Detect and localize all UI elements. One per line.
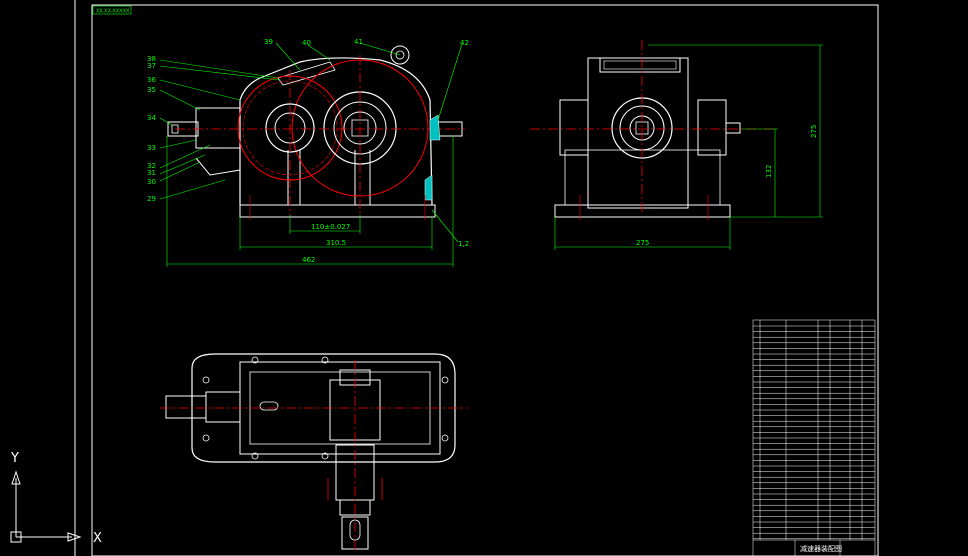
part-label: 38: [147, 55, 156, 63]
drawing-code-text: XX-XX-XXXXX: [96, 9, 130, 15]
drawing-title: 减速器装配图: [800, 544, 842, 553]
part-label: 36: [147, 76, 156, 84]
dim-overall-length: 462: [302, 256, 315, 264]
part-label: 37: [147, 62, 156, 70]
ucs-y-label: Y: [10, 451, 19, 466]
side-view-dim-text: 275 132 275: [636, 125, 818, 247]
part-label: 35: [147, 86, 156, 94]
title-block: 减速器装配图: [800, 544, 842, 553]
bill-of-materials-table: [752, 319, 876, 556]
sheet-border: [74, 0, 879, 556]
front-view: [167, 45, 465, 220]
side-view-dimensions: [554, 44, 823, 250]
part-label: 32: [147, 162, 156, 170]
dim-base-width: 275: [636, 239, 649, 247]
dim-base-length: 310.5: [326, 239, 346, 247]
front-view-dimensions: [166, 136, 454, 267]
ucs-icon: Y X: [10, 451, 102, 546]
part-label: 40: [302, 39, 311, 47]
side-view: [530, 40, 775, 220]
top-view: [160, 353, 468, 550]
front-view-dim-text: 110±0.027 310.5 462: [302, 223, 350, 264]
dim-center-height: 132: [765, 165, 773, 178]
dim-center-distance: 110±0.027: [311, 223, 350, 231]
part-label: 34: [147, 114, 156, 122]
part-label: 42: [460, 39, 469, 47]
dim-overall-height: 275: [810, 125, 818, 138]
part-label: 29: [147, 195, 156, 203]
drawing-code-tag: XX-XX-XXXXX: [92, 5, 132, 15]
front-view-leaders: [159, 42, 463, 243]
part-label: 31: [147, 169, 156, 177]
part-label: 41: [354, 38, 363, 46]
part-label: 33: [147, 144, 156, 152]
ucs-x-label: X: [93, 531, 102, 546]
part-label: 1,2: [458, 240, 469, 248]
part-label: 39: [264, 38, 273, 46]
part-label: 30: [147, 178, 156, 186]
front-view-part-labels: 39 40 41 42 38 37 36 35 34 33 32 31 30 2…: [147, 38, 469, 248]
